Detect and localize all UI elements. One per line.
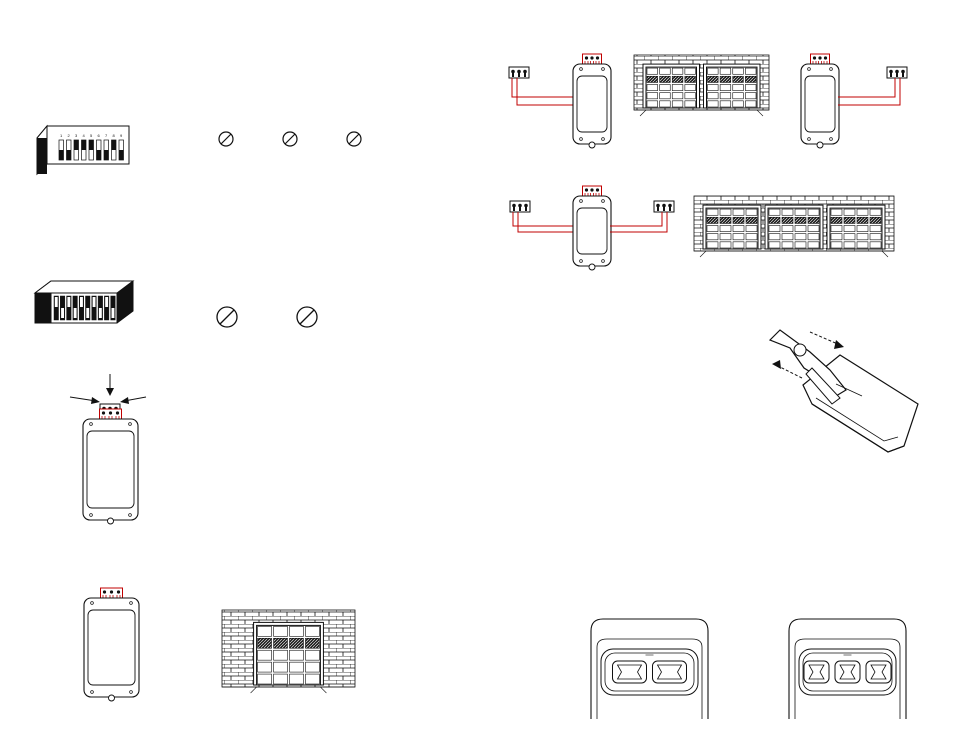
garage-door [643,64,700,108]
dip-switch-slot [54,296,59,320]
garage-door [703,205,761,249]
dip-switch-slot [73,296,78,320]
dip-switch-slot [79,296,84,320]
dip-switch-10-position-icon [35,281,133,323]
receiver-unit-icon [83,409,138,524]
two-receivers-two-door-setup [509,54,907,148]
remote-button [804,661,829,683]
dip-switch-slot [67,296,72,320]
garage-door-icon [694,196,894,257]
dip-switch-slot [60,296,65,320]
remote-button [653,661,687,683]
dip-switch-slot [98,296,103,320]
garage-door [765,205,823,249]
garage-door-icon [222,610,355,693]
remote-transmitter-icon [591,619,708,719]
remote-transmitter-icon [789,619,906,719]
circle-slash-icon [297,307,317,327]
circle-slash-icon [347,132,361,146]
receiver-with-terminal-arrows [70,374,146,524]
terminal-block-icon [654,201,674,212]
receiver-unit-icon [573,186,611,270]
receiver-unit-icon [84,588,139,701]
receiver-unit-icon [801,54,839,148]
receiver-single-door-setup [84,588,355,701]
remote-button [866,661,891,683]
garage-door [704,64,761,108]
terminal-block-icon [509,67,529,78]
dip-switch-slot [111,296,116,320]
receiver-three-door-setup [510,186,894,270]
terminal-block-icon [510,201,530,212]
prohibit-row-2 [217,307,317,327]
receiver-unit-icon [573,54,611,148]
remote-button [835,661,860,683]
garage-door-icon [634,55,769,116]
remote-transmitters [591,619,906,719]
garage-door [254,622,324,685]
circle-slash-icon [217,307,237,327]
dip-switch-slot [92,296,97,320]
dip-switch-slot [86,296,91,320]
remote-button [613,661,647,683]
visor-clip-illustration [770,330,918,452]
circle-slash-icon [283,132,297,146]
circle-slash-icon [219,132,233,146]
garage-door [827,205,885,249]
prohibit-row-1 [219,132,361,146]
dip-switch-slot [104,296,109,320]
terminal-block-icon [887,67,907,78]
